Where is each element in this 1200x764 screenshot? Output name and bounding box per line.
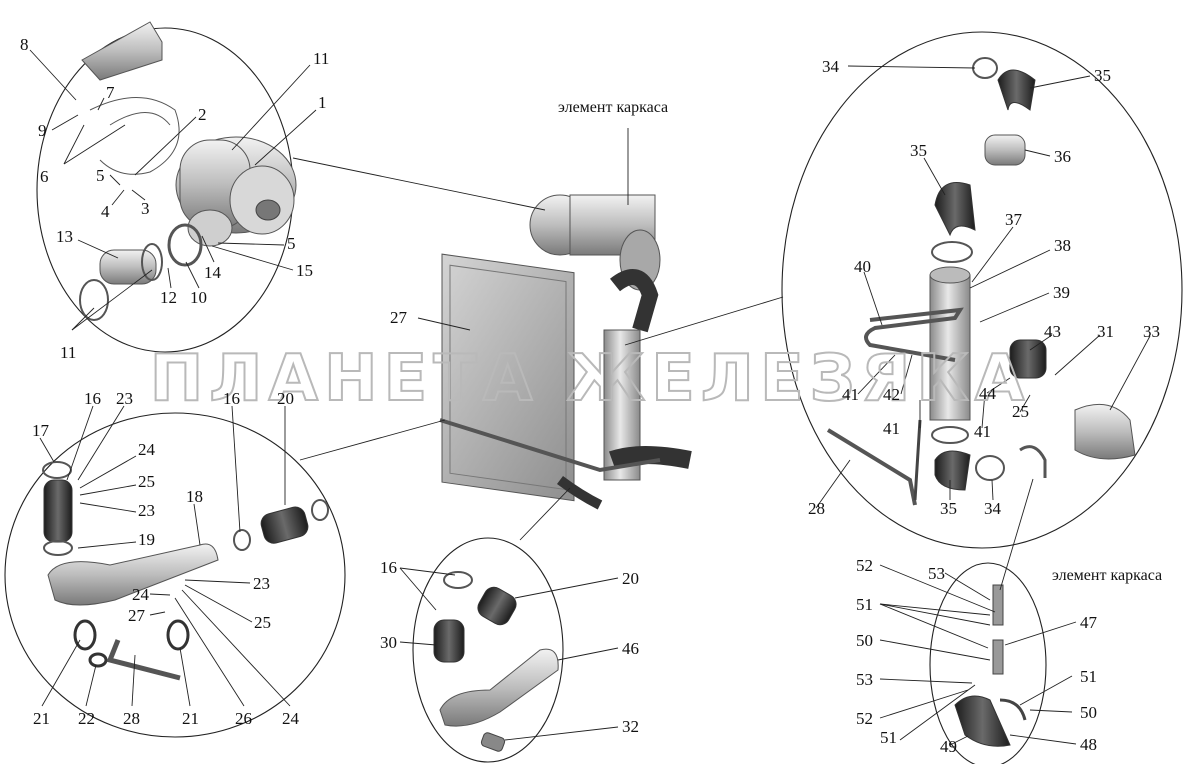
part-label: 20 (277, 389, 294, 408)
part-label: 41 (842, 385, 859, 404)
part-label: 11 (313, 49, 329, 68)
part-label: 3 (141, 199, 150, 218)
part-label: 15 (296, 261, 313, 280)
part-label: 47 (1080, 613, 1098, 632)
part-label: 22 (78, 709, 95, 728)
part-label: 28 (123, 709, 140, 728)
part-label: 16 (223, 389, 240, 408)
part-label: 10 (190, 288, 207, 307)
part-label: 27 (390, 308, 408, 327)
part-label: 41 (974, 422, 991, 441)
part-label: 23 (253, 574, 270, 593)
part-label: 8 (20, 35, 29, 54)
part-label: 53 (856, 670, 873, 689)
part-label: 34 (822, 57, 840, 76)
central-assembly (439, 194, 692, 510)
part-label: 20 (622, 569, 639, 588)
hot-pipe-group (412, 537, 564, 763)
part-label: 43 (1044, 322, 1061, 341)
part-label: 30 (380, 633, 397, 652)
part-label: 21 (33, 709, 50, 728)
part-label: 39 (1053, 283, 1070, 302)
part-label: 25 (138, 472, 155, 491)
part-label: 37 (1005, 210, 1023, 229)
part-label: 35 (910, 141, 927, 160)
part-label: 38 (1054, 236, 1071, 255)
part-label: 25 (254, 613, 271, 632)
part-label: 19 (138, 530, 155, 549)
part-label: 50 (1080, 703, 1097, 722)
part-label: 5 (287, 234, 296, 253)
part-label: 11 (60, 343, 76, 362)
part-label: 6 (40, 167, 49, 186)
part-label: 53 (928, 564, 945, 583)
part-label: 36 (1054, 147, 1071, 166)
watermark: ПЛАНЕТА ЖЕЛЕЗЯКА (150, 342, 1031, 416)
part-label: 46 (622, 639, 639, 658)
part-label: 12 (160, 288, 177, 307)
part-label: 51 (1080, 667, 1097, 686)
part-label: 24 (132, 585, 150, 604)
part-label: 51 (856, 595, 873, 614)
part-label: 34 (984, 499, 1002, 518)
part-label: 41 (883, 419, 900, 438)
part-label: 40 (854, 257, 871, 276)
part-label: 33 (1143, 322, 1160, 341)
air-duct-group (781, 31, 1183, 549)
frame-caption-top: элемент каркаса (558, 99, 668, 116)
part-label: 16 (84, 389, 101, 408)
part-label: 1 (318, 93, 327, 112)
part-label: 49 (940, 737, 957, 756)
part-label: 26 (235, 709, 252, 728)
part-label: 35 (940, 499, 957, 518)
part-label: 17 (32, 421, 50, 440)
part-label: 9 (38, 121, 47, 140)
part-label: 5 (96, 166, 105, 185)
cold-pipe-group (4, 412, 346, 738)
part-label: 4 (101, 202, 110, 221)
part-label: 24 (282, 709, 300, 728)
air-filter-group (36, 21, 297, 353)
part-label: 52 (856, 709, 873, 728)
part-label: 2 (198, 105, 207, 124)
part-label: 31 (1097, 322, 1114, 341)
part-label: 48 (1080, 735, 1097, 754)
part-label: 13 (56, 227, 73, 246)
part-label: 18 (186, 487, 203, 506)
part-label: 32 (622, 717, 639, 736)
part-label: 44 (979, 384, 997, 403)
part-label: 7 (106, 83, 115, 102)
part-label: 51 (880, 728, 897, 747)
part-label: 28 (808, 499, 825, 518)
part-label: 24 (138, 440, 156, 459)
part-label: 52 (856, 556, 873, 575)
leader-lines (29, 49, 1151, 746)
part-label: 50 (856, 631, 873, 650)
part-label: 21 (182, 709, 199, 728)
connector-lines (292, 128, 1034, 591)
bracket-group (929, 562, 1047, 764)
part-label: 25 (1012, 402, 1029, 421)
part-label: 35 (1094, 66, 1111, 85)
part-label: 42 (883, 385, 900, 404)
part-label: 23 (116, 389, 133, 408)
part-label: 23 (138, 501, 155, 520)
frame-caption-right: элемент каркаса (1052, 567, 1162, 584)
part-label: 27 (128, 606, 146, 625)
part-label: 16 (380, 558, 397, 577)
part-label: 14 (204, 263, 222, 282)
